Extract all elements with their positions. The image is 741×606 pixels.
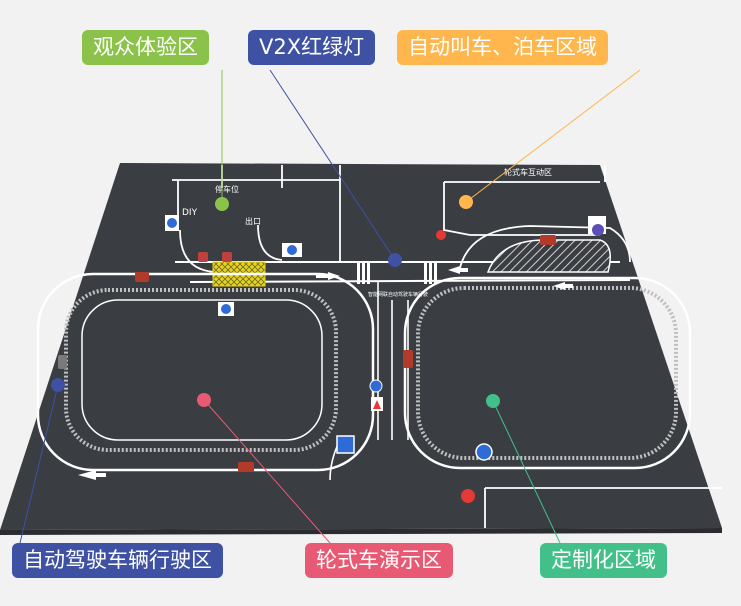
sign-no-entry-bottom <box>461 489 475 503</box>
sign-parking-c-dot <box>221 304 231 314</box>
zebra-crossing-right <box>424 262 437 284</box>
zone-label-v2x: V2X红绿灯 <box>248 30 376 65</box>
sign-roundabout <box>475 443 493 461</box>
center-road-lines <box>377 282 409 440</box>
leader-line-v2x <box>269 69 396 261</box>
interaction-building <box>443 165 606 236</box>
leader-line-wheeled <box>203 399 331 544</box>
left-track-inner-line <box>81 299 323 441</box>
sign-compass <box>369 379 383 393</box>
zone-marker-custom <box>486 394 500 408</box>
map-text-interaction-area: 轮式车互动区 <box>504 167 552 177</box>
map-text-diy: DIY <box>182 208 198 218</box>
leader-line-autodrive <box>19 384 59 544</box>
car-left-side <box>58 355 67 369</box>
zone-label-spectator: 观众体验区 <box>82 30 209 65</box>
sign-direction <box>336 435 355 454</box>
right-track-outer-line <box>403 276 692 470</box>
lane-arrows <box>78 266 573 480</box>
sign-no-entry-top <box>436 230 446 240</box>
car-small-2 <box>222 252 232 262</box>
island-outer-curve <box>459 225 631 269</box>
car-small-1 <box>198 252 208 262</box>
map-text-exit: 出口 <box>245 216 261 226</box>
zone-marker-v2x <box>388 253 402 267</box>
spectator-building <box>172 165 341 262</box>
car-center <box>403 350 413 368</box>
leader-line-parking <box>465 69 641 203</box>
zone-label-custom: 定制化区域 <box>540 543 667 578</box>
zebra-crossing-left <box>357 262 370 284</box>
zone-markers <box>51 195 500 408</box>
zone-marker-autodrive <box>51 378 65 392</box>
asphalt-board <box>0 163 722 530</box>
sign-corner-dot <box>592 224 604 236</box>
zone-label-wheeled: 轮式车演示区 <box>305 543 453 578</box>
car-left-bottom <box>238 462 254 472</box>
map-text-road-marking: 智能网联自动驾驶车辆行驶 <box>368 291 428 298</box>
bottom-right-building <box>484 487 722 528</box>
car-left-top <box>135 272 149 282</box>
right-track-fence <box>416 286 678 460</box>
left-track-fence <box>64 288 338 452</box>
map-text-parking-lot: 停车位 <box>215 184 239 194</box>
zone-label-parking: 自动叫车、泊车区域 <box>397 30 608 65</box>
zone-marker-spectator <box>215 197 229 211</box>
board-edge <box>0 528 722 535</box>
left-track-outer-line <box>36 272 375 472</box>
sign-parking-b-dot <box>287 245 297 255</box>
leader-lines <box>19 69 641 544</box>
left-parking-curves <box>179 224 283 273</box>
car-top-right <box>540 235 556 245</box>
sign-warning-triangle <box>373 400 381 409</box>
zone-marker-wheeled <box>197 393 211 407</box>
sign-parking-a-dot <box>167 218 177 228</box>
zone-marker-parking <box>459 195 473 209</box>
zone-label-autodrive: 自动驾驶车辆行驶区 <box>12 543 223 578</box>
hatched-island <box>486 239 611 273</box>
leader-line-custom <box>492 400 561 544</box>
